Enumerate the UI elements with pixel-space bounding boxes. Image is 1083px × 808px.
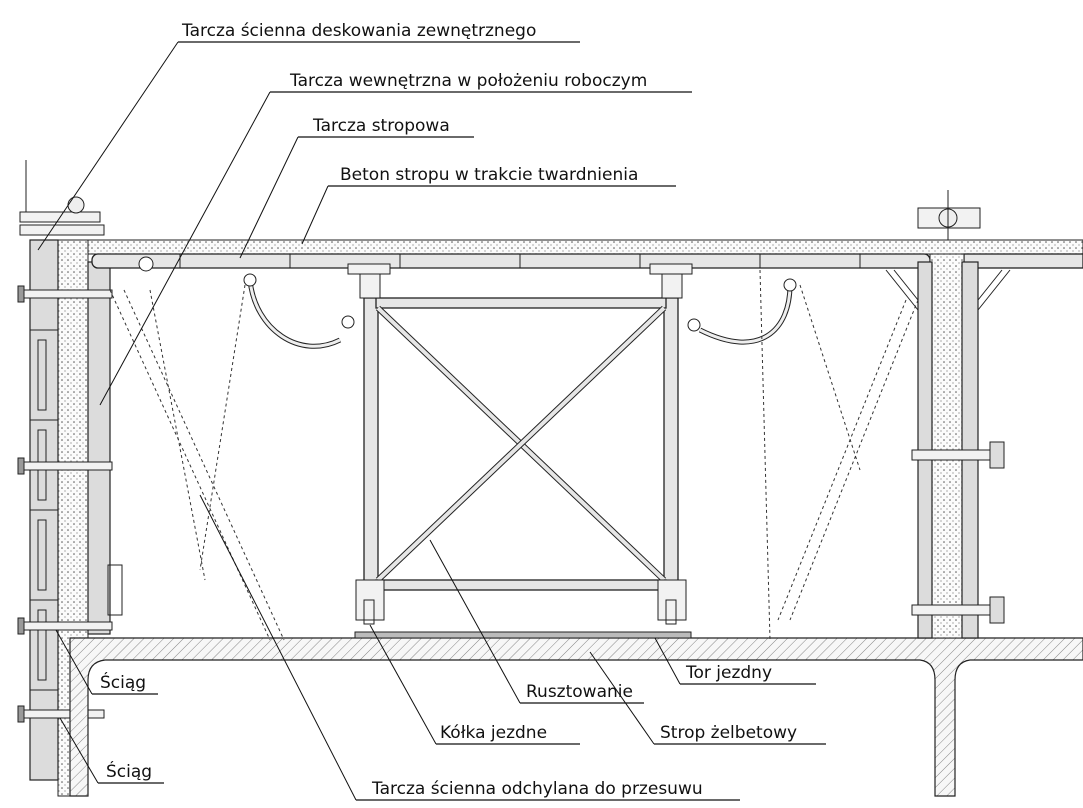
label-curing-concrete-text: Beton stropu w trakcie twardnienia [340,165,638,185]
top-wheel-left [67,196,85,214]
scaffold-bottom-beam [375,579,667,591]
label-rail-track-text: Tor jezdny [685,663,772,683]
tilted-panel-outline [109,269,919,641]
inner-panel-handle [107,564,123,616]
hinge-links [243,273,797,349]
scaffold-post-left [363,297,379,589]
tie-rods-left [17,224,113,723]
label-scaffolding: Rusztowanie [429,539,644,704]
ceiling-panel-left [91,253,931,269]
ceiling-assembly [87,239,1083,272]
scaffold-post-right [663,297,679,589]
label-rc-slab: Strop żelbetowy [589,651,826,745]
label-rc-slab-text: Strop żelbetowy [660,723,797,743]
label-ceiling-panel: Tarcza stropowa [239,116,474,259]
label-ceiling-panel-text: Tarcza stropowa [312,116,450,136]
jack-head-right [649,263,693,275]
right-wall-concrete [929,253,965,639]
scaffold-top-beam [375,297,667,309]
ceiling-panel-ribs [179,254,861,268]
rail-track-plate [354,631,692,639]
ceiling-pin-left [138,256,154,272]
label-travel-wheels: Kółka jezdne [369,624,580,745]
tie-rods-right [911,441,1005,624]
inner-wall-formwork [87,261,111,635]
rc-floor-slab [69,631,1083,797]
label-outer-wall-panel: Tarcza ścienna deskowania zewnętrznego [37,21,580,251]
label-curing-concrete: Beton stropu w trakcie twardnienia [301,165,676,245]
label-inner-panel-text: Tarcza wewnętrzna w położeniu roboczym [289,71,647,91]
label-tilted-wall-panel-text: Tarcza ścienna odchylana do przesuwu [371,779,703,799]
scaffold-frame [347,263,693,625]
label-tie-upper: Ściąg [55,629,158,695]
label-inner-panel: Tarcza wewnętrzna w położeniu roboczym [99,71,692,406]
label-tie-lower: Ściąg [59,717,164,784]
label-rail-track: Tor jezdny [654,637,816,685]
jack-head-left [347,263,391,275]
label-tilted-wall-panel: Tarcza ścienna odchylana do przesuwu [199,494,740,801]
label-outer-wall-panel-text: Tarcza ścienna deskowania zewnętrznego [181,21,536,41]
label-tie-upper-text: Ściąg [100,671,146,693]
label-scaffolding-text: Rusztowanie [526,682,633,702]
ceiling-panel-right [963,253,1083,269]
label-tie-lower-text: Ściąg [106,760,152,782]
curing-concrete-slab [87,239,1083,255]
label-travel-wheels-text: Kółka jezdne [440,723,547,743]
right-wall [885,190,1011,639]
